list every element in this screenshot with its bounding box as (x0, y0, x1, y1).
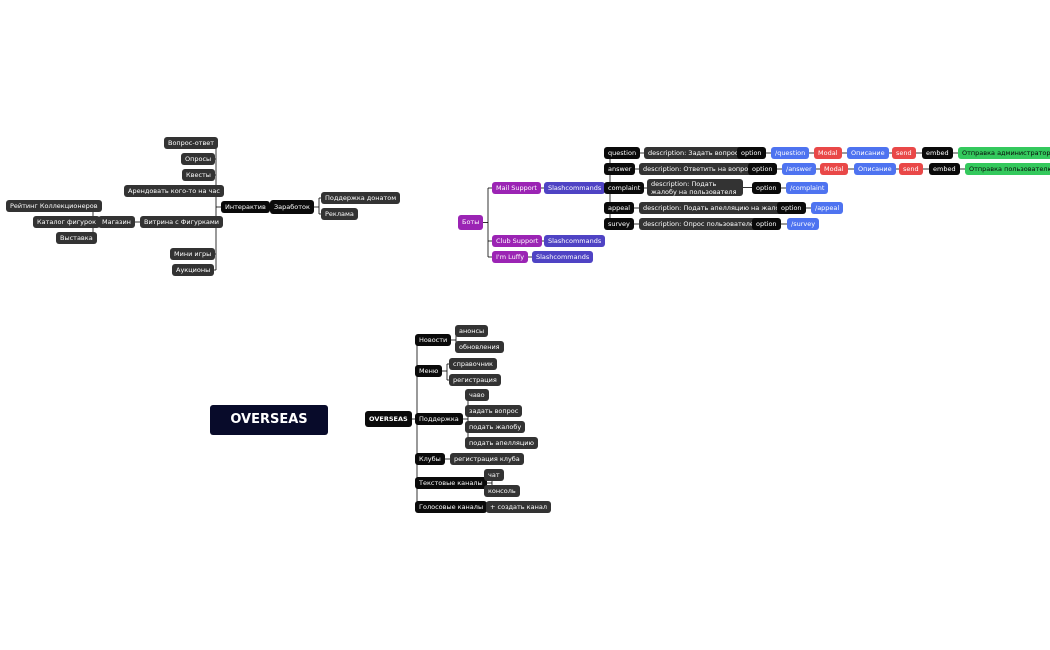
node-podat-zhalobu: подать жалобу (465, 421, 526, 433)
node-spravochnik: справочник (449, 358, 497, 370)
node-chat: чат (484, 469, 504, 481)
node-chavo: чаво (465, 389, 489, 401)
node-vystavka: Выставка (56, 232, 97, 244)
node-survey-desc: description: Опрос пользователей (639, 218, 763, 230)
node-auktsiony: Аукционы (172, 264, 215, 276)
node-podderzhka-donatom: Поддержка донатом (321, 192, 401, 204)
node-survey-cmd: /survey (787, 218, 820, 230)
node-reyting: Рейтинг Коллекционеров (6, 200, 102, 212)
node-vitrina: Витрина с Фигурками (140, 216, 224, 228)
node-kluby: Клубы (415, 453, 445, 465)
node-golosovye: Голосовые каналы (415, 501, 488, 513)
node-question-modal: Modal (814, 147, 842, 159)
page-title: OVERSEAS (210, 405, 328, 435)
node-answer-modal: Modal (820, 163, 848, 175)
node-answer: answer (604, 163, 636, 175)
node-mini-igry: Мини игры (170, 248, 216, 260)
node-answer-opisanie: Описание (854, 163, 896, 175)
node-question-desc: description: Задать вопрос (644, 147, 743, 159)
node-slashcommands-luffy: Slashcommands (532, 251, 594, 263)
node-registratsiya: регистрация (449, 374, 501, 386)
node-survey-option: option (752, 218, 781, 230)
node-slashcommands-mail: Slashcommands (544, 182, 606, 194)
node-vopros-otvet: Вопрос-ответ (164, 137, 219, 149)
node-appeal-desc: description: Подать апелляцию на жалобу (639, 202, 792, 214)
node-overseas-root: OVERSEAS (365, 411, 412, 427)
node-oprosy: Опросы (181, 153, 216, 165)
node-arenda: Арендовать кого-то на час (124, 185, 224, 197)
node-kvesty: Квесты (182, 169, 215, 181)
node-sozdat-kanal: + создать канал (486, 501, 551, 513)
node-complaint-option: option (752, 182, 781, 194)
node-zarabotok: Заработок (270, 200, 314, 214)
node-answer-result: Отправка пользователю (965, 163, 1050, 175)
node-reklama: Реклама (321, 208, 358, 220)
node-podderzhka: Поддержка (415, 413, 463, 425)
node-katalog: Каталог фигурок (33, 216, 101, 228)
node-appeal-option: option (777, 202, 806, 214)
node-club-support: Club Support (492, 235, 543, 247)
node-menu: Меню (415, 365, 443, 377)
node-tekstovye: Текстовые каналы (415, 477, 487, 489)
node-obnovleniya: обновления (455, 341, 504, 353)
node-answer-embed: embed (929, 163, 960, 175)
node-interaktiv: Интерактив (221, 201, 270, 213)
node-question-cmd: /question (771, 147, 810, 159)
node-boty: Боты (458, 215, 484, 230)
node-question-embed: embed (922, 147, 953, 159)
node-registratsiya-kluba: регистрация клуба (450, 453, 524, 465)
node-appeal-cmd: /appeal (811, 202, 844, 214)
node-question-send: send (892, 147, 916, 159)
node-anonsy: анонсы (455, 325, 489, 337)
node-complaint-cmd: /complaint (786, 182, 829, 194)
node-answer-send: send (899, 163, 923, 175)
node-podat-apellyatsiyu: подать апелляцию (465, 437, 538, 449)
node-slashcommands-club: Slashcommands (544, 235, 606, 247)
node-question-option: option (737, 147, 766, 159)
node-appeal: appeal (604, 202, 635, 214)
node-survey: survey (604, 218, 634, 230)
node-answer-option: option (748, 163, 777, 175)
node-question-opisanie: Описание (847, 147, 889, 159)
node-answer-desc: description: Ответить на вопрос (639, 163, 756, 175)
node-novosti: Новости (415, 334, 452, 346)
node-question: question (604, 147, 641, 159)
node-complaint-desc: description: Подать жалобу на пользовате… (647, 179, 743, 196)
node-answer-cmd: /answer (782, 163, 816, 175)
node-im-luffy: I'm Luffy (492, 251, 529, 263)
node-complaint: complaint (604, 182, 645, 194)
node-konsol: консоль (484, 485, 520, 497)
node-zadat-vopros: задать вопрос (465, 405, 523, 417)
node-question-result: Отправка администратору (958, 147, 1050, 159)
node-mail-support: Mail Support (492, 182, 541, 194)
node-magazin: Магазин (98, 216, 135, 228)
